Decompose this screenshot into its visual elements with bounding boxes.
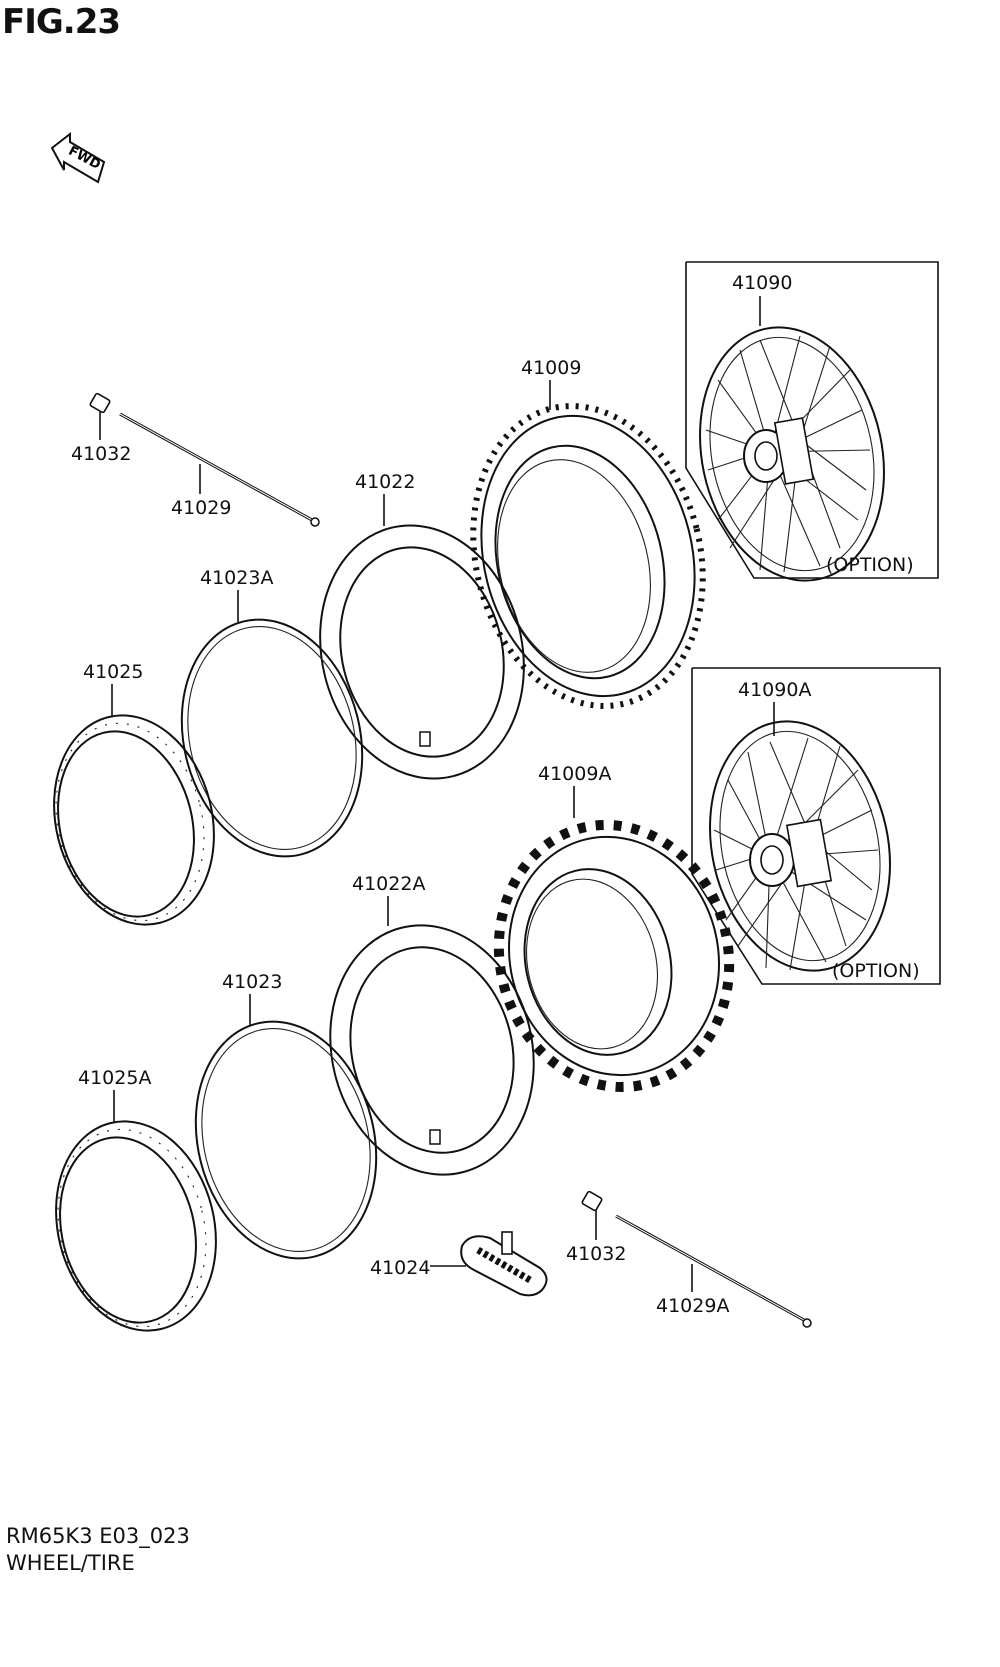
option-label-top: (OPTION) bbox=[826, 554, 914, 576]
tire-41009A bbox=[493, 819, 735, 1093]
label-41009A: 41009A bbox=[538, 763, 611, 785]
fwd-arrow-icon: FWD bbox=[50, 131, 106, 184]
label-41025: 41025 bbox=[83, 661, 143, 683]
label-41090: 41090 bbox=[732, 272, 792, 294]
spoke-41029 bbox=[119, 412, 320, 527]
diagram-code: RM65K3 E03_023 bbox=[6, 1524, 190, 1548]
label-41025A: 41025A bbox=[78, 1067, 151, 1089]
inner-tube-41022A bbox=[329, 924, 535, 1176]
rim-band-41023 bbox=[194, 1020, 378, 1260]
label-41032-bottom: 41032 bbox=[566, 1243, 626, 1265]
rim-lock-41024 bbox=[460, 1231, 548, 1297]
rim-41025A bbox=[55, 1120, 217, 1332]
part-number-labels: 41090 41009 41022 41023A 41025 41032 410… bbox=[71, 272, 811, 1317]
rim-41025 bbox=[53, 714, 215, 926]
label-41029A: 41029A bbox=[656, 1295, 729, 1317]
leader-lines bbox=[99, 296, 775, 1292]
label-41090A: 41090A bbox=[738, 679, 811, 701]
tire-41009 bbox=[470, 403, 706, 709]
rim-band-41023A bbox=[180, 618, 364, 858]
label-41022: 41022 bbox=[355, 471, 415, 493]
figure-title: FIG.23 bbox=[2, 2, 121, 42]
label-41023A: 41023A bbox=[200, 567, 273, 589]
label-41029: 41029 bbox=[171, 497, 231, 519]
wheel-assembly-41090A bbox=[709, 720, 891, 972]
valve-stem-icon bbox=[419, 731, 431, 747]
label-41022A: 41022A bbox=[352, 873, 425, 895]
wheel-assembly-41090 bbox=[699, 326, 885, 582]
option-box-bottom: (OPTION) bbox=[691, 667, 941, 985]
option-label-bottom: (OPTION) bbox=[832, 960, 920, 982]
label-41023: 41023 bbox=[222, 971, 282, 993]
label-41032-top: 41032 bbox=[71, 443, 131, 465]
diagram-name: WHEEL/TIRE bbox=[6, 1551, 135, 1575]
option-box-top: (OPTION) bbox=[685, 261, 939, 579]
inner-tube-41022 bbox=[319, 524, 525, 780]
label-41024: 41024 bbox=[370, 1257, 430, 1279]
valve-cap-41032-top bbox=[89, 392, 111, 414]
valve-cap-41032-bottom bbox=[581, 1190, 603, 1212]
spoke-41029A bbox=[615, 1214, 812, 1328]
valve-stem-icon bbox=[429, 1129, 441, 1145]
label-41009: 41009 bbox=[521, 357, 581, 379]
